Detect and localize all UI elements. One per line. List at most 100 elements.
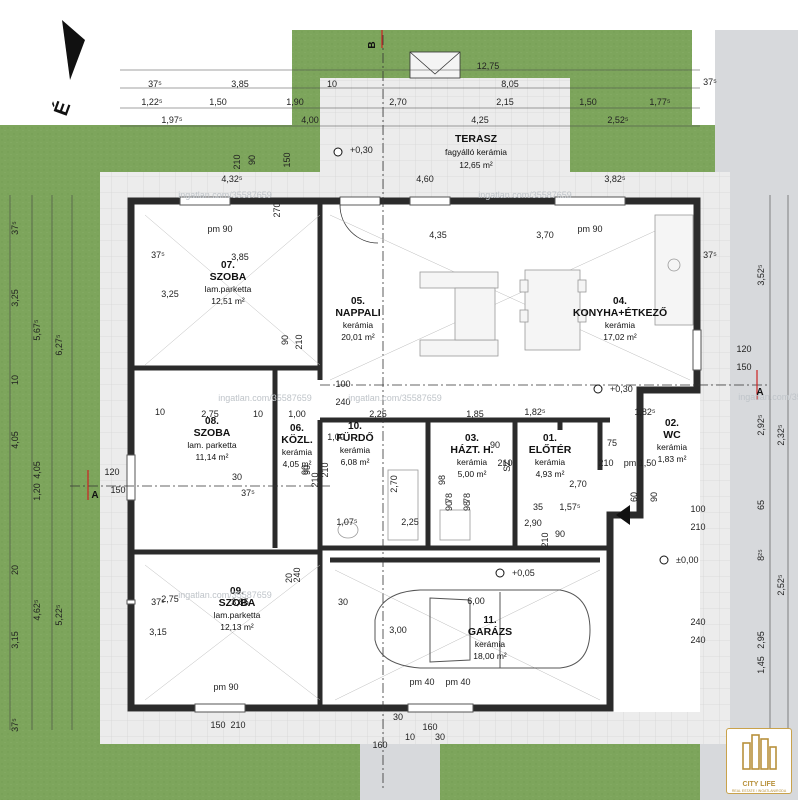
dimension-top: 2,52⁵ xyxy=(607,115,629,125)
dimension-inner: 4,35 xyxy=(429,230,447,240)
terrace-material: fagyálló kerámia xyxy=(445,147,507,157)
dimension-lines xyxy=(9,69,789,730)
dimension-inner: 2,75 xyxy=(201,409,219,419)
dimension-inner: 90 xyxy=(444,501,454,511)
room-number: 04. xyxy=(613,296,627,307)
room-name: KÖZL. xyxy=(281,433,313,446)
dimension-left: 37⁵ xyxy=(10,718,20,732)
dimension-left: 1,20 xyxy=(32,483,42,501)
dimension-inner: 60 xyxy=(629,492,639,502)
dimension-inner: 240 xyxy=(690,635,705,645)
room-name: KONYHA+ÉTKEZŐ xyxy=(573,306,667,319)
dimension-right: 65 xyxy=(756,500,766,510)
dimension-inner: 90 xyxy=(300,465,310,475)
room-diagonals xyxy=(144,214,691,701)
dimension-top: 2,15 xyxy=(496,97,514,107)
room-number: 09. xyxy=(230,586,244,597)
dimension-inner: 1,85 xyxy=(466,409,484,419)
level-label: +0,05 xyxy=(512,568,535,578)
dimension-inner: 3,85 xyxy=(231,252,249,262)
dimension-right: 2,32⁵ xyxy=(776,424,786,446)
watermark: ingatlan.com/35587659 xyxy=(178,190,272,200)
dimension-inner: 90 xyxy=(247,155,257,165)
room-area: 4,93 m² xyxy=(536,469,565,479)
dimension-inner: 2,25 xyxy=(401,517,419,527)
dimension-inner: 30 xyxy=(435,732,445,742)
house-interior xyxy=(128,198,700,712)
room-number: 11. xyxy=(483,615,497,626)
dimension-top: 3,85 xyxy=(231,79,249,89)
dimension-inner: 100 xyxy=(690,504,705,514)
room-material: kerámia xyxy=(282,447,313,457)
room-name: GARÁZS xyxy=(468,625,512,638)
dimension-inner: pm 1,50 xyxy=(624,458,657,468)
dimension-inner: 10 xyxy=(405,732,415,742)
dimension-right: 2,92⁵ xyxy=(756,414,766,436)
dimension-inner: 210 xyxy=(310,472,320,487)
room-number: 03. xyxy=(465,433,479,444)
dimension-inner: 150 xyxy=(282,152,292,167)
room-area: 5,00 m² xyxy=(458,469,487,479)
room-number: 08. xyxy=(205,416,219,427)
section-label: B xyxy=(367,41,378,48)
dimension-inner: 90 xyxy=(649,492,659,502)
section-markers xyxy=(87,30,758,500)
outer-walls xyxy=(127,197,701,712)
car xyxy=(374,589,591,669)
dimension-top: 4,25 xyxy=(471,115,489,125)
room-area: 12,13 m² xyxy=(220,622,254,632)
level-markers xyxy=(333,147,669,578)
dimension-inner: 1,00 xyxy=(327,432,345,442)
dimension-inner: 37⁵ xyxy=(703,250,717,260)
watermark: ingatlan.com/35587659 xyxy=(738,392,798,402)
dimension-inner: 210 xyxy=(690,522,705,532)
dimension-inner: 98 xyxy=(462,501,472,511)
dimension-left: 4,05 xyxy=(32,461,42,479)
dimension-inner: 1,82⁵ xyxy=(524,407,546,417)
dimension-top: 1,90 xyxy=(286,97,304,107)
room-material: kerámia xyxy=(457,457,488,467)
dimension-inner: 37⁵ xyxy=(151,250,165,260)
sofa xyxy=(419,271,499,357)
room-name: WC xyxy=(663,429,681,441)
dimension-inner: 90 xyxy=(555,529,565,539)
dimension-inner: 3,25 xyxy=(161,289,179,299)
logo-name: CITY LIFE xyxy=(742,781,776,788)
room-number: 06. xyxy=(290,423,304,434)
room-number: 02. xyxy=(665,418,679,429)
room-area: 11,14 m² xyxy=(196,452,229,462)
watermark: ingatlan.com/35587659 xyxy=(218,393,312,403)
dimension-left: 6,27⁵ xyxy=(54,334,64,356)
dimension-left: 4,05 xyxy=(10,431,20,449)
room-name: SZOBA xyxy=(194,427,231,439)
dimension-inner: 75 xyxy=(607,438,617,448)
dimension-right: 3,52⁵ xyxy=(756,264,766,286)
dimension-inner: 78 xyxy=(444,493,454,503)
dimension-top: 1,50 xyxy=(209,97,227,107)
room-area: 12,51 m² xyxy=(211,296,245,306)
dimension-top: 2,70 xyxy=(389,97,407,107)
dimension-inner: 150 xyxy=(736,362,751,372)
dimension-inner: 210 xyxy=(320,462,330,477)
dimension-inner: 90 xyxy=(490,440,500,450)
dimension-inner: 150 xyxy=(110,485,125,495)
room-number: 07. xyxy=(221,260,235,271)
dimension-top: 8,05 xyxy=(501,79,519,89)
dimension-inner: 20 xyxy=(284,573,294,583)
dimension-top: 1,97⁵ xyxy=(161,115,183,125)
paving-north xyxy=(320,78,570,178)
entrance-arrow-icon xyxy=(616,505,630,525)
dimension-top: 1,77⁵ xyxy=(649,97,671,107)
dimension-inner: 3,70 xyxy=(536,230,554,240)
dimension-inner: 2,25 xyxy=(369,409,387,419)
dimension-inner: 3,15 xyxy=(149,627,167,637)
dimension-inner: 4,32⁵ xyxy=(221,174,243,184)
terrace-area: 12,65 m² xyxy=(459,160,493,170)
dimension-inner: pm 90 xyxy=(207,224,232,234)
dimension-inner: 37⁵ xyxy=(241,488,255,498)
dimension-inner: 240 xyxy=(335,397,350,407)
dimension-inner: 270 xyxy=(272,202,282,217)
dimension-left: 3,25 xyxy=(10,289,20,307)
north-arrow-icon: É xyxy=(49,20,85,119)
